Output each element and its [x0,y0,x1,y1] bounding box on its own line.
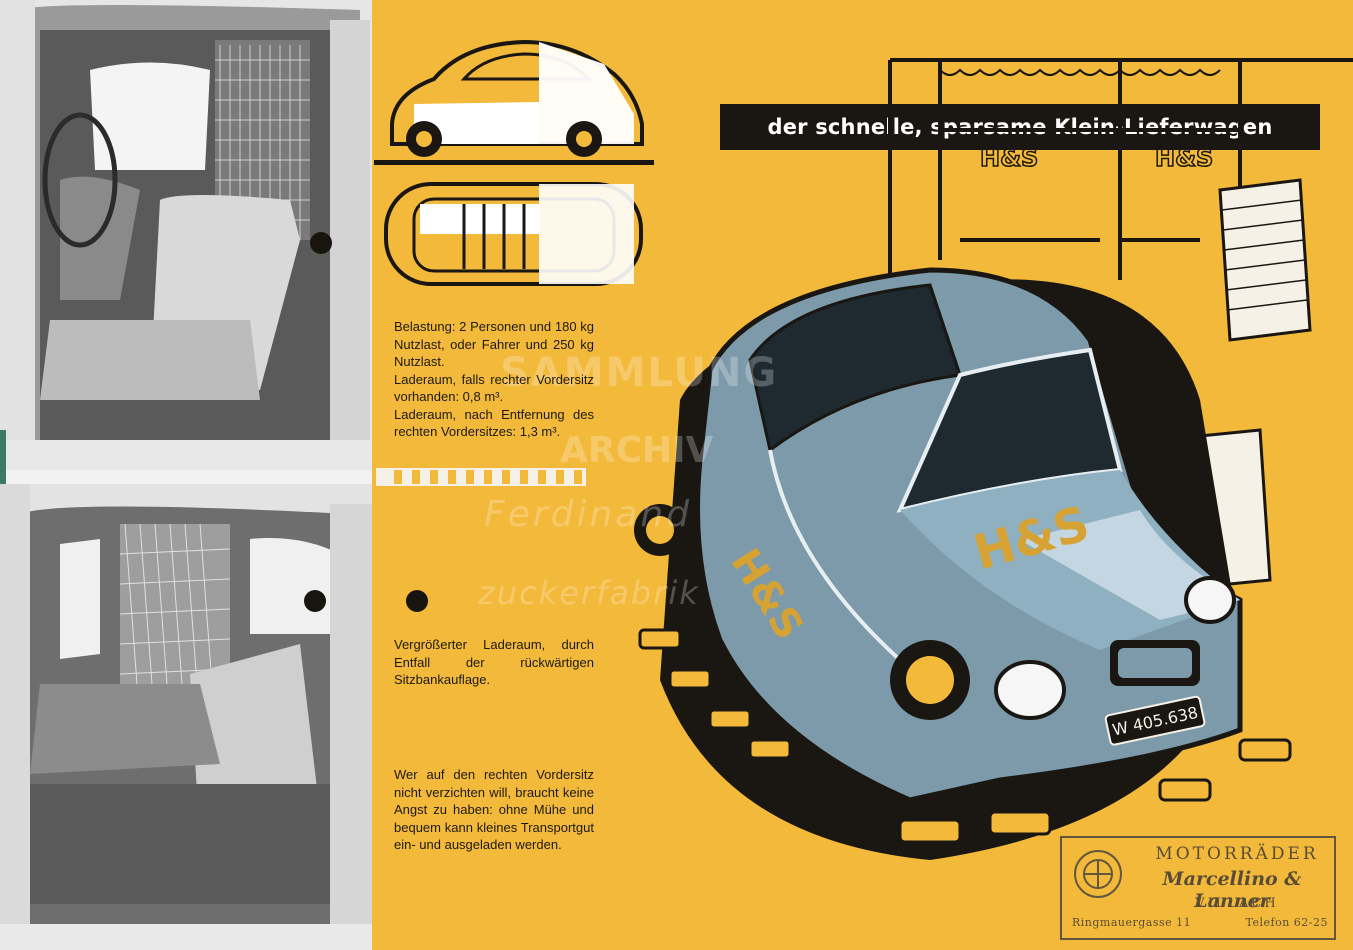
stamp-dealer-name: Marcellino & Lanner [1162,868,1302,912]
punch-hole [304,590,326,612]
dealer-stamp: MOTORRÄDER Marcellino & Lanner VILLACH R… [1060,836,1336,940]
dealer-seal-icon [1074,850,1122,898]
stamp-address: Ringmauergasse 11 [1072,916,1192,929]
car-diagram-side-top [374,39,654,286]
cargo-text: Vergrößerter Laderaum, durch Entfall der… [394,637,594,687]
van-body [634,267,1243,803]
stamp-contact: Ringmauergasse 11 Telefon 62-25 [1072,916,1328,929]
storefront [888,58,1353,280]
delivery-van-illustration: H&S H&S [634,58,1353,860]
cobblestones [638,628,1292,844]
punch-hole [310,232,332,254]
storefront-sign-1: H&S [980,144,1038,172]
photo-divider [0,470,372,484]
dashed-separator [376,468,586,486]
stamp-city: VILLACH [1195,896,1279,911]
car-top-view [384,182,643,286]
interior-photo-cargo-space [0,484,372,950]
page-edge-mark [0,430,6,500]
seat-text: Wer auf den rechten Vordersitz nicht ver… [394,767,594,852]
punch-hole [406,590,428,612]
storefront-sign-2: H&S [1155,144,1213,172]
spec-text: Belastung: 2 Personen und 180 kg Nutzlas… [394,319,594,439]
headline-banner: der schnelle, sparsame Klein-Lieferwagen [720,104,1320,150]
interior-photo-front-seat [0,0,372,470]
awning-scallops [939,68,1221,76]
car-side-view [374,39,654,165]
stamp-phone: Telefon 62-25 [1245,916,1328,929]
stamp-line-1: MOTORRÄDER [1155,844,1319,864]
